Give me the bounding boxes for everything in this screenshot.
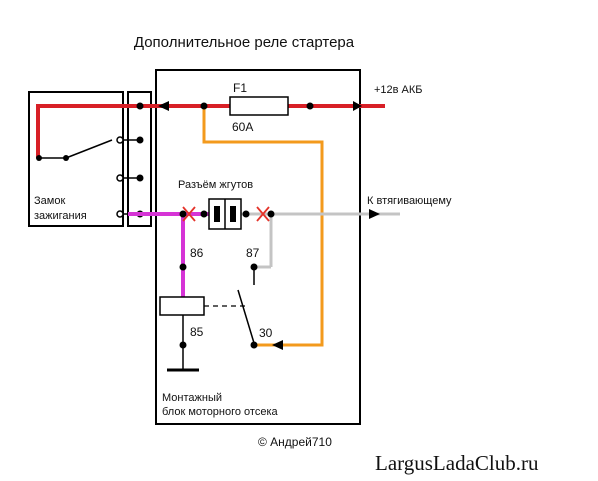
terminal-30-label: 30 bbox=[259, 326, 273, 340]
junction-magenta bbox=[179, 210, 187, 218]
switch-terminal-1 bbox=[116, 136, 124, 144]
connector-label: Разъём жгутов bbox=[178, 179, 253, 191]
ignition-label-line2: зажигания bbox=[34, 210, 87, 222]
harness-pin-left bbox=[214, 206, 220, 222]
battery-label: +12в АКБ bbox=[374, 84, 423, 96]
switch-contact-dot bbox=[63, 155, 69, 161]
retractor-label: К втягивающему bbox=[367, 195, 452, 207]
ignition-label-line1: Замок bbox=[34, 195, 65, 207]
junction-fuse-out bbox=[306, 102, 314, 110]
copyright-text: © Андрей710 bbox=[258, 435, 332, 449]
terminal-87-label: 87 bbox=[246, 246, 260, 260]
orange-wire-arrow bbox=[272, 340, 283, 350]
switch-lever bbox=[65, 139, 113, 159]
terminal-30-dot bbox=[250, 341, 258, 349]
fuse-f1 bbox=[229, 96, 289, 116]
connector-dot-3 bbox=[136, 174, 144, 182]
switch-terminal-3 bbox=[116, 210, 124, 218]
diagram-title: Дополнительное реле стартера bbox=[134, 34, 355, 51]
ignition-connector-block bbox=[127, 91, 152, 227]
terminal-87-dot bbox=[250, 263, 258, 271]
mount-block-label-line2: блок моторного отсека bbox=[162, 406, 279, 418]
connector-dot-2 bbox=[136, 136, 144, 144]
terminal-85-dot bbox=[179, 341, 187, 349]
red-wire-arrow-left bbox=[158, 101, 169, 111]
terminal-86-dot bbox=[179, 263, 187, 271]
switch-pivot-dot bbox=[36, 155, 42, 161]
site-watermark: LargusLadaClub.ru bbox=[375, 451, 539, 475]
terminal-86-label: 86 bbox=[190, 246, 204, 260]
terminal-85-label: 85 bbox=[190, 325, 204, 339]
mount-block-frame bbox=[155, 69, 361, 425]
orange-wire-to-30 bbox=[202, 106, 324, 347]
junction-grey bbox=[267, 210, 275, 218]
relay-coil bbox=[159, 296, 205, 316]
fuse-rating-label: 60A bbox=[232, 120, 253, 134]
junction-connector-right bbox=[242, 210, 250, 218]
relay-contact-blade bbox=[237, 289, 255, 344]
junction-fuse-in bbox=[200, 102, 208, 110]
connector-dot-1 bbox=[136, 102, 144, 110]
harness-pin-right bbox=[230, 206, 236, 222]
ignition-switch-box bbox=[28, 91, 124, 227]
switch-terminal-2 bbox=[116, 174, 124, 182]
fuse-name-label: F1 bbox=[233, 81, 247, 95]
battery-arrow-right bbox=[353, 101, 362, 111]
retractor-arrow-right bbox=[369, 209, 380, 219]
cut-mark-right bbox=[256, 206, 270, 222]
mount-block-label-line1: Монтажный bbox=[162, 392, 222, 404]
cut-mark-left bbox=[182, 206, 196, 222]
junction-connector-left bbox=[200, 210, 208, 218]
red-power-wire bbox=[36, 104, 385, 158]
